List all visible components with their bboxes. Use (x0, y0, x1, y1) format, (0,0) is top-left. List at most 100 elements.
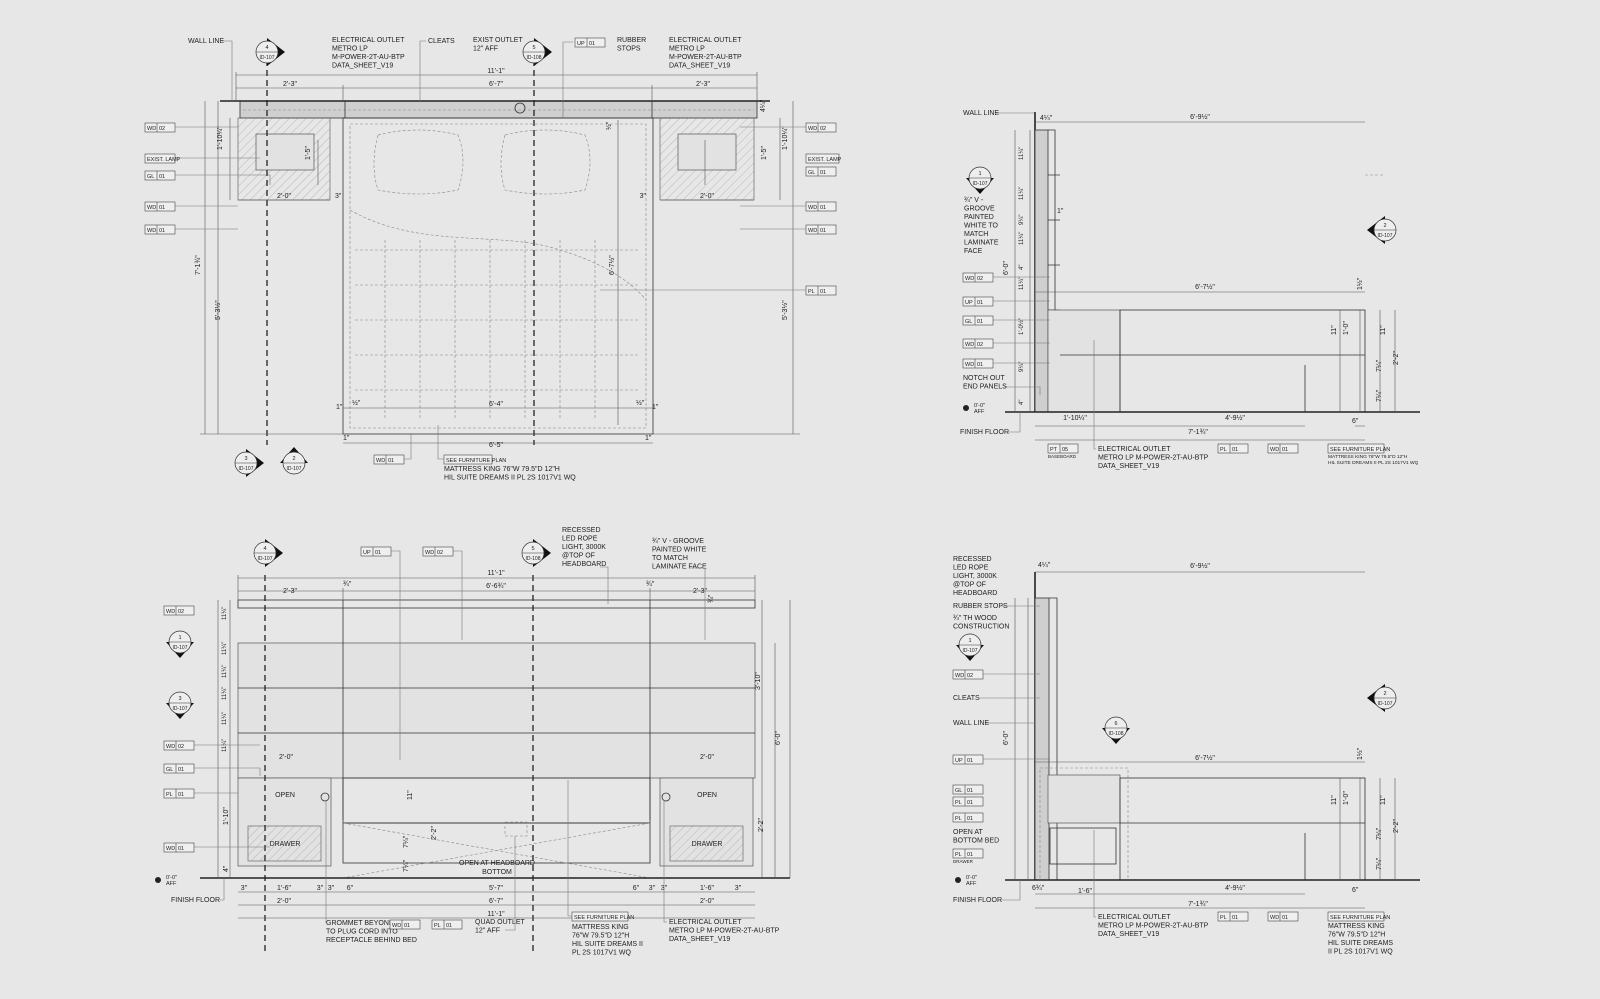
headboard-panels (237, 642, 756, 779)
section-marker[interactable]: 4ID-107 (253, 539, 283, 567)
tag-code: PL (166, 792, 173, 798)
tag-code: UP (577, 41, 585, 47)
tag-code: GL (166, 767, 173, 773)
section-marker[interactable]: 3ID-107 (166, 691, 194, 719)
annotation-text: 6'-5" (489, 442, 503, 449)
annotation-text: DATA_SHEET_V19 (332, 63, 393, 70)
finish-tag[interactable]: UP 01 (574, 37, 606, 48)
marker-sheet: ID-107 (172, 645, 187, 651)
annotation-text: 11¼" (1019, 147, 1025, 160)
section-marker[interactable]: 1ID-107 (956, 633, 984, 661)
bed-profile (1119, 777, 1366, 881)
annotation-text: AFF (966, 881, 977, 887)
headboard-wall-panel (239, 100, 758, 119)
section-marker[interactable]: 2ID-107 (1367, 684, 1397, 712)
annotation-text: CLEATS (428, 38, 455, 45)
reference-tag[interactable]: EXIST. LAMP (144, 153, 181, 164)
section-marker[interactable]: 5ID-108 (521, 539, 551, 567)
section-marker[interactable]: 2ID-107 (280, 447, 308, 475)
tag-code: PL (808, 289, 815, 295)
section-marker[interactable]: 3ID-107 (234, 449, 264, 477)
reference-tag[interactable]: EXIST. LAMP (805, 153, 842, 164)
tag-number: 01 (967, 816, 973, 822)
annotation-text: ¾" V - (964, 197, 984, 204)
annotation-text: 4" (223, 865, 230, 872)
section-marker[interactable]: 6ID-108 (1102, 716, 1130, 744)
annotation-text: PL 2S 1017V1 WQ (572, 950, 631, 957)
annotation-text: 1½" (1356, 747, 1364, 760)
annotation-text: EXIST OUTLET (473, 37, 523, 44)
annotation-text: 6'-9½" (1190, 113, 1210, 121)
section-marker[interactable]: 2ID-107 (1367, 216, 1397, 244)
annotation-text: DATA_SHEET_V19 (669, 936, 730, 943)
annotation-text: LIGHT, 3000K (562, 544, 606, 551)
tag-number: 02 (977, 276, 983, 282)
bed-profile (1119, 309, 1366, 413)
tag-code: GL (808, 170, 815, 176)
annotation-text: RECESSED (562, 527, 601, 534)
marker-sheet: ID-107 (257, 556, 272, 562)
section-marker[interactable]: 1ID-107 (166, 630, 194, 658)
annotation-text: DATA_SHEET_V19 (1098, 931, 1159, 938)
nightstand-profile (1047, 774, 1121, 824)
section-b (1005, 571, 1420, 909)
tag-code: UP (363, 550, 371, 556)
reference-tag[interactable]: SEE FURNITURE PLAN (1327, 911, 1390, 922)
section-marker[interactable]: 4ID-107 (255, 38, 285, 66)
annotation-text: 5'-7" (489, 885, 503, 892)
section-marker[interactable]: 1ID-107 (966, 166, 994, 194)
annotation-text: MATTRESS KING (572, 924, 629, 931)
tag-number: 01 (178, 846, 184, 852)
annotation-text: AFF (166, 881, 177, 887)
annotation-text: 6'-9½" (1190, 562, 1210, 570)
annotation-text: 1'-6" (1078, 888, 1092, 895)
tag-code: WD (376, 458, 385, 464)
annotation-text: 3" (241, 885, 248, 892)
annotation-text: HIL SUITE DREAMS (1328, 940, 1393, 947)
reference-tag[interactable]: SEE FURNITURE PLAN (571, 911, 634, 922)
reference-tag[interactable]: SEE FURNITURE PLAN (1327, 443, 1390, 454)
annotation-text: WALL LINE (953, 720, 989, 727)
tag-number: 01 (589, 41, 595, 47)
tag-code: WD (808, 205, 817, 211)
annotation-text: 2'-3" (696, 81, 710, 88)
section-marker[interactable]: 5ID-108 (522, 38, 552, 66)
annotation-text: 6" (347, 885, 354, 892)
reference-tag[interactable]: SEE FURNITURE PLAN (443, 454, 506, 465)
